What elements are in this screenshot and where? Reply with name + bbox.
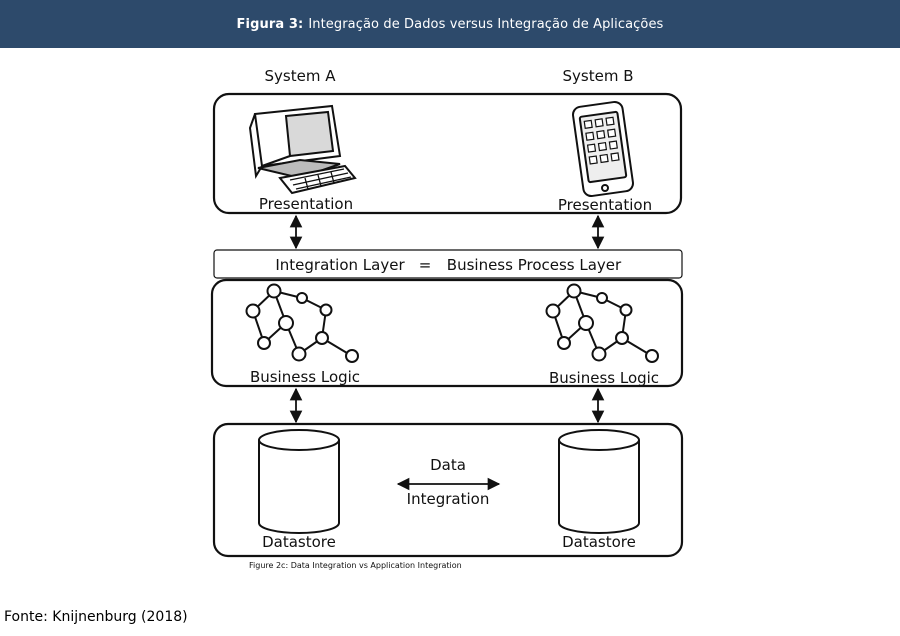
integration-equals: = <box>419 256 432 274</box>
figure-caption: Figure 2c: Data Integration vs Applicati… <box>249 561 462 570</box>
data-integration-label-top: Data <box>430 456 466 474</box>
business-logic-b-label: Business Logic <box>549 369 659 387</box>
figure-header: Figura 3: Integração de Dados versus Int… <box>0 0 900 48</box>
desktop-computer-icon <box>248 104 357 195</box>
integration-layer-label: Integration Layer <box>275 256 405 274</box>
presentation-a-label: Presentation <box>259 195 353 213</box>
datastore-layer-box <box>212 422 684 558</box>
figure-label: Figura 3: <box>236 16 304 32</box>
datastore-b-label: Datastore <box>562 533 636 551</box>
business-logic-a-label: Business Logic <box>250 368 360 386</box>
smartphone-icon <box>572 100 634 198</box>
presentation-layer-box <box>212 92 683 215</box>
network-graph-icon <box>545 283 659 363</box>
database-cylinder-icon <box>558 429 640 534</box>
database-cylinder-icon <box>258 429 340 534</box>
business-process-layer-label: Business Process Layer <box>447 256 622 274</box>
presentation-b-label: Presentation <box>558 196 652 214</box>
data-integration-label-bottom: Integration <box>407 490 490 508</box>
network-graph-icon <box>245 283 359 363</box>
integration-diagram: System A System B Presentation Presentat… <box>0 48 900 588</box>
business-logic-box <box>210 278 684 388</box>
system-a-label: System A <box>265 67 337 85</box>
system-b-label: System B <box>563 67 634 85</box>
source-citation: Fonte: Knijnenburg (2018) <box>4 609 188 625</box>
figure-title: Integração de Dados versus Integração de… <box>308 16 664 32</box>
datastore-a-label: Datastore <box>262 533 336 551</box>
integration-layer-box <box>213 249 683 279</box>
